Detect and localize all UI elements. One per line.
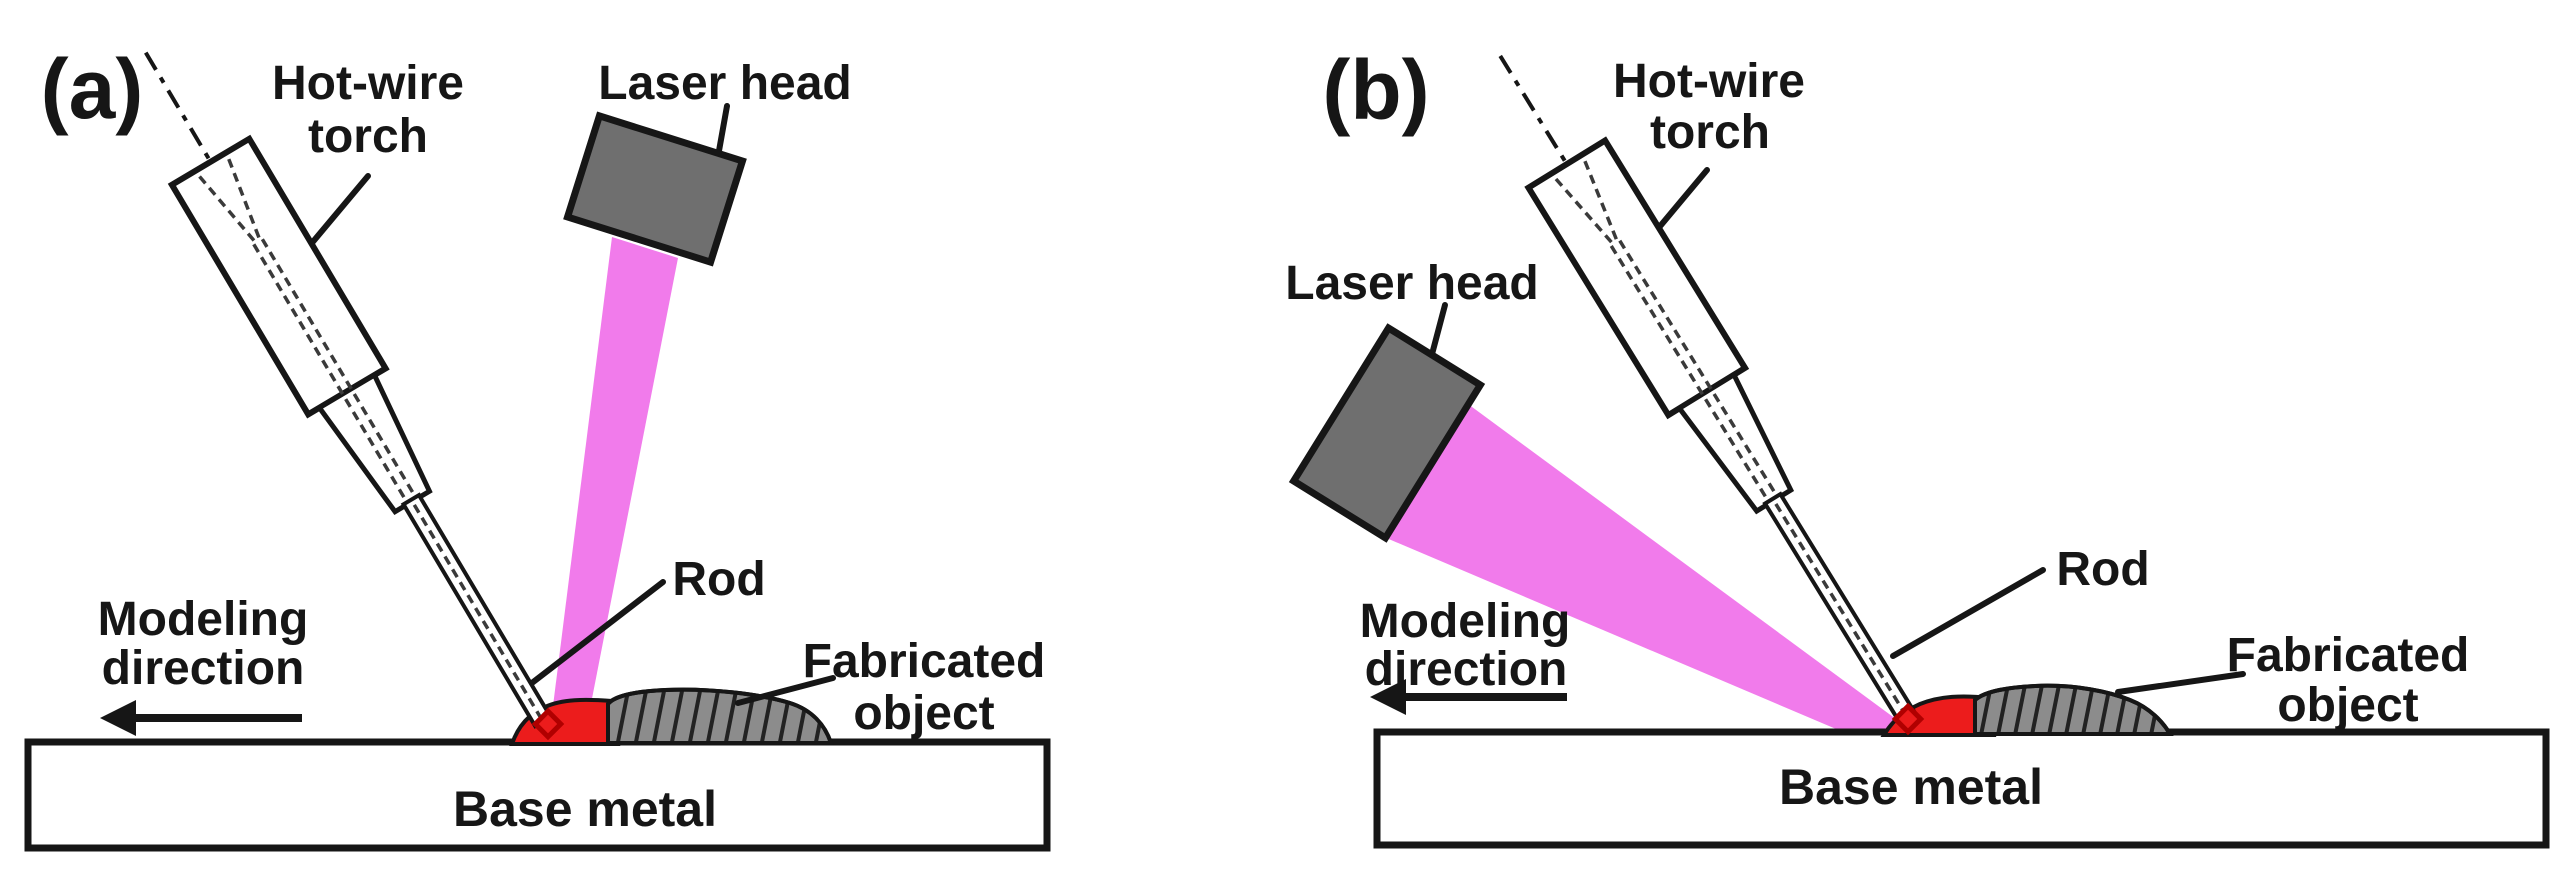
panel-tag-b: (b) <box>1322 43 1429 137</box>
base-metal-plate-b <box>1373 728 2550 849</box>
label-laser-head-a: Laser head <box>598 57 851 110</box>
label-rod-b: Rod <box>2056 543 2149 596</box>
leader-fabricated-object-b <box>2115 671 2246 695</box>
label-modeling-line2-b: direction <box>1365 643 1568 696</box>
label-fabricated-line1-b: Fabricated <box>2227 629 2470 682</box>
rod-tip-diamond-b <box>1891 702 1925 736</box>
label-modeling-line1-b: Modeling <box>1360 595 1571 648</box>
label-base-metal-a: Base metal <box>453 781 717 837</box>
arrow-head-a <box>100 700 136 736</box>
arrow-head-b <box>1370 679 1406 715</box>
bead-outline-b <box>1973 683 2174 736</box>
laser-beam-a <box>553 237 678 714</box>
rod-tip-diamond-a <box>531 707 565 741</box>
label-fabricated-line2-a: object <box>853 687 994 740</box>
leader-laser-head-b <box>1428 302 1448 361</box>
label-modeling-line1-a: Modeling <box>98 593 309 646</box>
label-fabricated-line2-b: object <box>2277 679 2418 732</box>
leader-lines <box>293 103 2246 706</box>
label-laser-head-b: Laser head <box>1285 257 1538 310</box>
label-hotwire-line2-a: torch <box>308 110 428 163</box>
leader-rod-b <box>1890 567 2046 659</box>
modeling-direction-arrow-b <box>1370 679 1567 715</box>
label-base-metal-b: Base metal <box>1779 759 2043 815</box>
bead-outline-a <box>606 687 834 745</box>
label-hotwire-line1-a: Hot-wire <box>272 57 464 110</box>
label-fabricated-line1-a: Fabricated <box>803 635 1046 688</box>
base-metal-plate-a <box>24 738 1051 852</box>
label-hotwire-line1-b: Hot-wire <box>1613 55 1805 108</box>
fabricated-object-a <box>606 687 834 745</box>
leader-fabricated-object-a <box>735 675 836 706</box>
label-hotwire-line2-b: torch <box>1650 106 1770 159</box>
modeling-direction-arrow-a <box>100 700 302 736</box>
laser-beam-b <box>1384 404 1900 740</box>
laser-head-a <box>563 111 747 267</box>
label-modeling-line2-a: direction <box>102 642 305 695</box>
laser-head-b <box>1288 323 1486 543</box>
panel-tag-a: (a) <box>41 42 144 136</box>
leader-rod-a <box>525 579 666 689</box>
label-rod-a: Rod <box>672 553 765 606</box>
